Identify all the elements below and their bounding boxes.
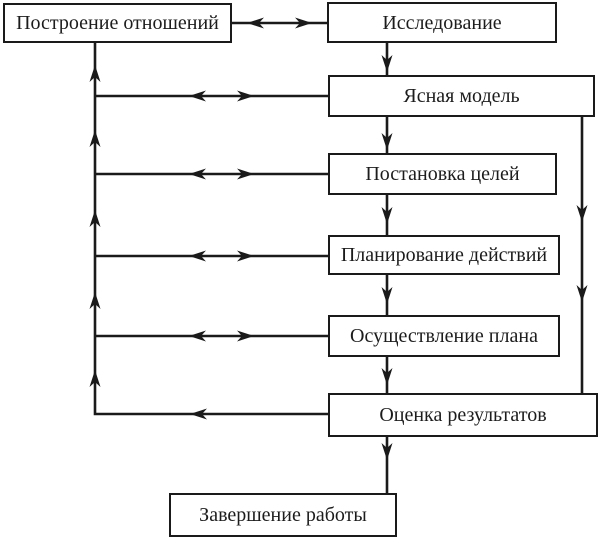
node-clear-model: Ясная модель	[328, 75, 595, 117]
edge-clear-model-results-evaluation-bypass	[576, 117, 588, 393]
edge-trunk-plan-implementation	[95, 330, 328, 342]
edge-research-clear-model	[381, 43, 393, 75]
edge-trunk-goal-setting	[95, 168, 328, 180]
node-work-completion: Завершение работы	[169, 493, 397, 537]
node-relationship-building: Построение отношений	[3, 3, 232, 43]
node-plan-implementation: Осуществление плана	[328, 315, 560, 357]
edge-trunk-clear-model	[95, 90, 328, 102]
edge-plan-implementation-results-evaluation	[381, 357, 393, 393]
node-research: Исследование	[327, 2, 557, 43]
node-action-planning: Планирование действий	[328, 235, 560, 275]
edge-results-evaluation-work-completion	[381, 437, 393, 493]
edge-action-planning-plan-implementation	[381, 275, 393, 315]
edge-goal-setting-action-planning	[381, 195, 393, 235]
edge-trunk-action-planning	[95, 250, 328, 262]
edge-clear-model-goal-setting	[381, 117, 393, 153]
edge-results-evaluation-relationship-trunk	[89, 43, 328, 420]
edge-research-relationship	[232, 17, 327, 29]
node-goal-setting: Постановка целей	[328, 153, 557, 195]
node-results-evaluation: Оценка результатов	[328, 393, 598, 437]
